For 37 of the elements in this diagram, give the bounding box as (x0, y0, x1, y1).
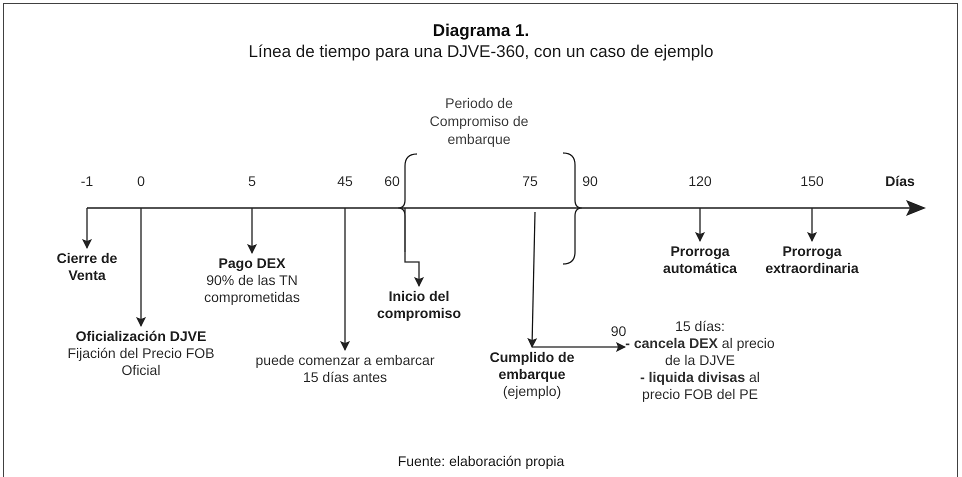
brace-label: Periodo de Compromiso de embarque (428, 94, 530, 148)
arrow (527, 212, 538, 348)
tick-label: 45 (336, 172, 354, 190)
arrow (807, 208, 817, 242)
subtitle: Línea de tiempo para una DJVE-360, con un caso de ejemplo (248, 43, 714, 61)
edge-label: 90 (608, 323, 628, 339)
event-heading: Prorroga extraordinaria (764, 243, 860, 277)
tick-label: 150 (799, 172, 825, 190)
arrow (695, 208, 705, 242)
arrow (82, 208, 92, 249)
arrow (340, 208, 350, 351)
tick-label: 120 (687, 172, 713, 190)
event-note: 90% de las TN comprometidas (203, 272, 301, 306)
caption: Fuente: elaboración propia (396, 452, 566, 471)
tick-label: 75 (521, 172, 539, 190)
tick-label: 60 (383, 172, 401, 190)
tick-label: -1 (80, 172, 94, 190)
arrow (136, 208, 146, 327)
arrow (247, 208, 257, 254)
diagram-title: Diagrama 1. (432, 20, 530, 42)
event-note: (ejemplo) (502, 383, 562, 400)
tick-label: 90 (581, 172, 599, 190)
event-note: - liquida divisas al precio FOB del PE (639, 369, 761, 403)
event-note: puede comenzar a embarcar 15 días antes (255, 352, 435, 386)
event-heading: Cierre de Venta (56, 250, 118, 284)
event-note: 15 días: (674, 318, 726, 335)
event-heading: Prorroga automática (662, 243, 738, 277)
event-note: Fijación del Precio FOB Oficial (66, 345, 216, 379)
axis-label: Días (884, 172, 916, 190)
tick-label: 5 (247, 172, 257, 190)
event-heading: Inicio del compromiso (376, 288, 462, 322)
arrow (532, 342, 626, 352)
event-heading: Cumplido de embarque (488, 349, 576, 383)
event-heading: Oficialización DJVE (74, 328, 208, 345)
arrow (404, 208, 424, 287)
tick-label: 0 (136, 172, 146, 190)
event-heading: Pago DEX (218, 255, 286, 272)
